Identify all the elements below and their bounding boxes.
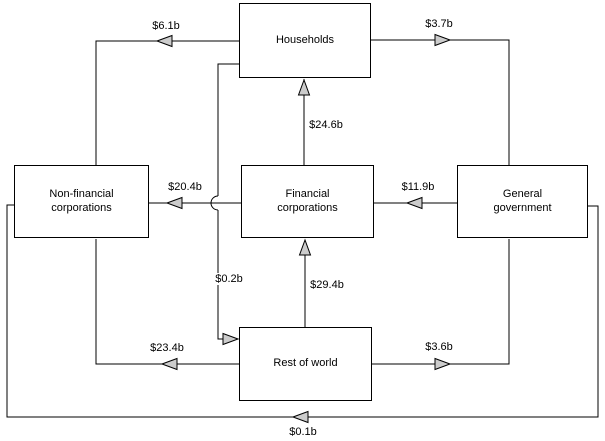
flow-line-restofworld-to-government — [372, 239, 510, 365]
flow-value-restofworld-to-financial: $29.4b — [308, 279, 346, 291]
node-non-financial-corporations-label: Non-financial corporations — [49, 187, 114, 214]
flow-line-households-to-restofworld-upper — [217, 63, 240, 196]
node-financial-corporations: Financial corporations — [241, 165, 374, 238]
arrowhead-up-29-4b-icon — [298, 238, 312, 256]
flow-line-households-to-nonfinancial — [95, 40, 240, 165]
arrowhead-right-0-2b-icon — [222, 332, 240, 346]
node-general-government-label: General government — [493, 187, 552, 214]
flow-value-restofworld-to-government: $3.6b — [423, 341, 455, 353]
node-non-financial-corporations: Non-financial corporations — [14, 165, 149, 238]
flow-value-households-to-restofworld: $0.2b — [213, 273, 245, 285]
flow-line-households-to-government — [371, 39, 510, 165]
node-households: Households — [239, 3, 371, 78]
node-households-label: Households — [275, 33, 335, 46]
arrowhead-left-6-1b-icon — [155, 34, 173, 48]
node-rest-of-world: Rest of world — [239, 327, 372, 401]
arrowhead-left-23-4b-icon — [160, 357, 178, 371]
arrowhead-left-0-1b-icon — [291, 410, 309, 424]
node-rest-of-world-label: Rest of world — [273, 357, 338, 370]
flow-value-government-to-financial: $11.9b — [399, 181, 437, 193]
flow-value-financial-to-households: $24.6b — [307, 119, 345, 131]
node-financial-corporations-label: Financial corporations — [277, 187, 338, 214]
flow-value-financial-to-nonfinancial: $20.4b — [166, 181, 204, 193]
flow-value-restofworld-to-nonfinancial: $23.4b — [148, 342, 186, 354]
arrowhead-left-11-9b-icon — [405, 196, 423, 210]
flow-value-government-to-nonfinancial: $0.1b — [287, 426, 319, 438]
flow-value-households-to-nonfinancial: $6.1b — [150, 20, 182, 32]
line-crossing-hop — [210, 195, 219, 211]
flow-line-restofworld-to-nonfinancial — [95, 239, 239, 365]
node-general-government: General government — [457, 165, 588, 238]
arrowhead-up-24-6b-icon — [297, 78, 311, 96]
flow-value-households-to-government: $3.7b — [423, 18, 455, 30]
arrowhead-right-3-6b-icon — [434, 357, 452, 371]
arrowhead-right-3-7b-icon — [434, 33, 452, 47]
arrowhead-left-20-4b-icon — [165, 196, 183, 210]
